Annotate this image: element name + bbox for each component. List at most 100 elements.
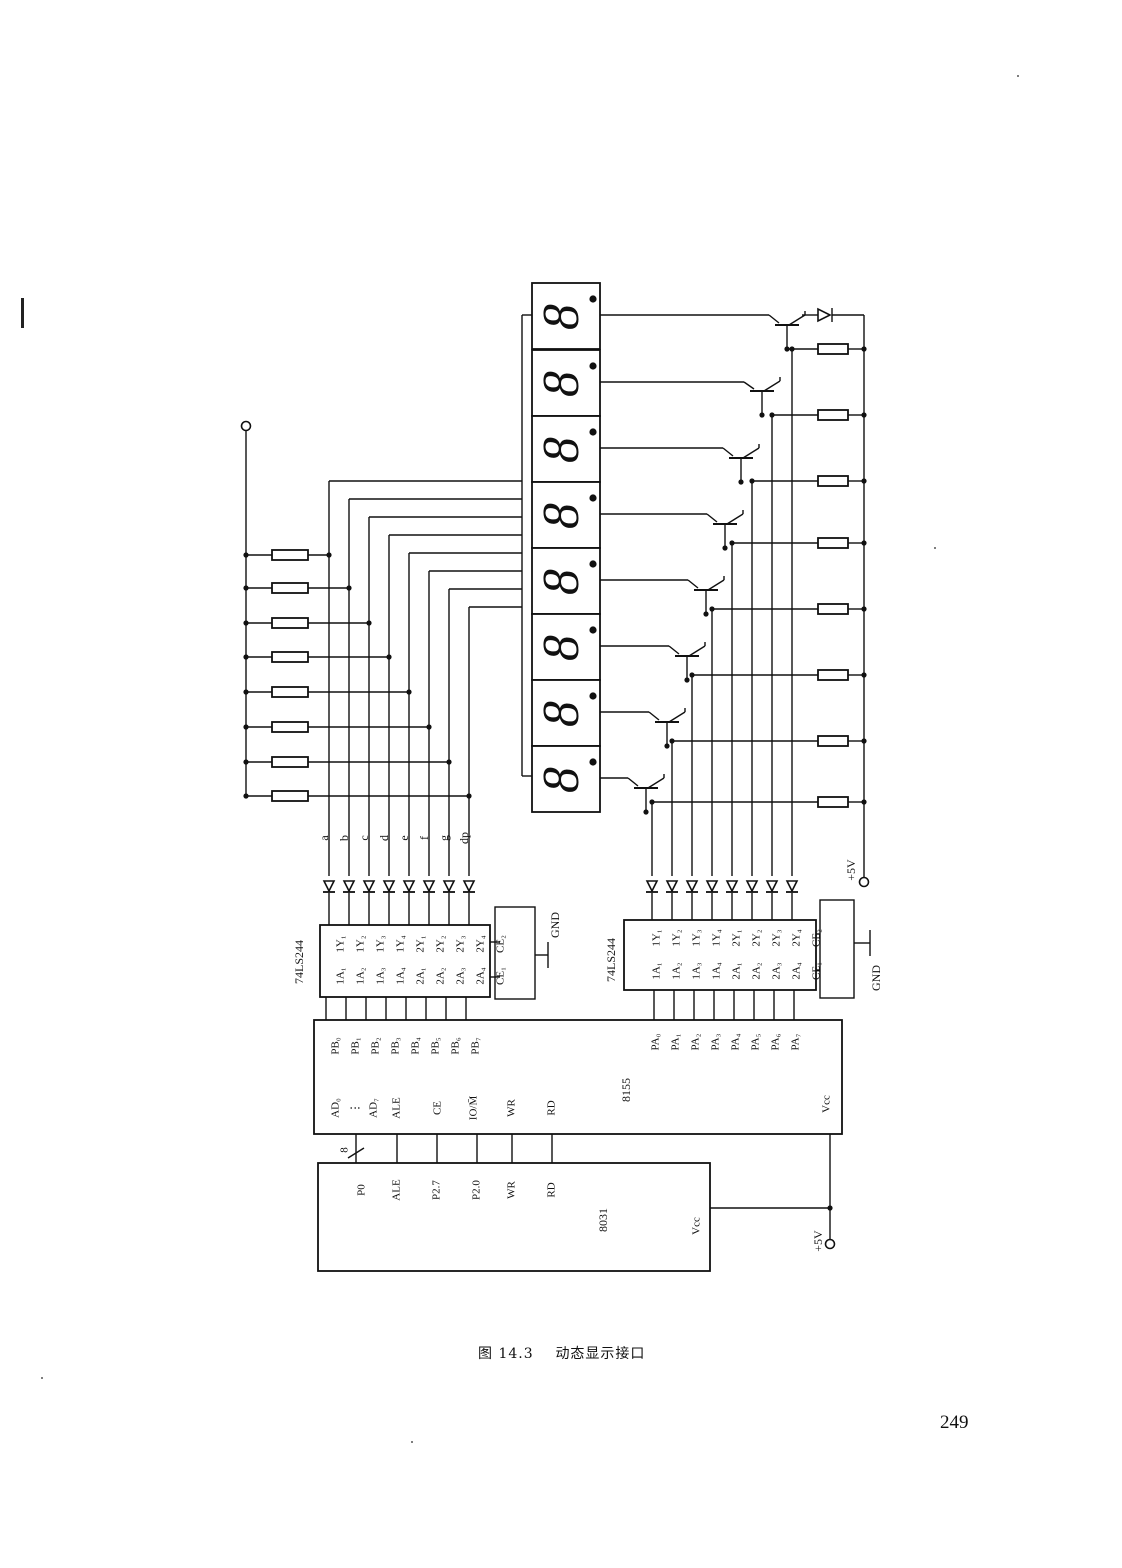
collector [668,711,686,723]
buffer-left [319,924,491,998]
diode-right-2 [685,880,699,893]
buffer-left-in-pin: 2A₃ [455,967,467,984]
diode-right-5 [745,880,759,893]
diode-left-4 [402,880,416,893]
buffer-right-out-pin: 1Y₁ [651,929,663,946]
resistor-base-2 [817,475,849,487]
pa-pin: PA₃ [710,1033,722,1050]
bus-pin: ⋮ [350,1103,362,1114]
digit-frame [531,745,601,813]
buffer-left-in-pin: 1A₂ [355,967,367,984]
diode-body [422,880,436,893]
collector [707,579,725,591]
seven-seg-digit-0: 8 [531,282,601,350]
buffer-right-in-pin: 1A₁ [651,962,663,979]
diode-right-3 [705,880,719,893]
junction-dot [466,793,472,799]
figure-number: 图 14.3 [478,1346,534,1362]
resistor-segment-4 [271,686,309,698]
wire [706,513,718,523]
resistor-segment-0 [271,549,309,561]
resistor-base-7 [817,796,849,808]
diode-left-1 [342,880,356,893]
digit-frame [531,481,601,549]
transistor-3 [713,513,744,525]
diode-body [382,880,396,893]
wire [668,645,680,655]
wire [627,777,639,787]
resistor-base-0 [817,343,849,355]
figure-title: 动态显示接口 [555,1346,646,1362]
digit-frame [531,547,601,615]
mcu-pin: P0 [356,1184,368,1196]
diode-left-2 [362,880,376,893]
collector [726,513,744,525]
resistor-segment-1 [271,582,309,594]
decimal-point [589,428,597,436]
digit-glyph: 8 [533,767,590,793]
junction-dot [729,540,735,546]
pa-pin: PA₆ [770,1033,782,1050]
buffer-left-in-pin: 2A₁ [415,967,427,984]
bus-pin: AD₇ [368,1098,380,1118]
buffer-left-out-pin: 1Y₂ [355,935,367,952]
pb-pin: PB₅ [430,1037,442,1054]
transistor-4 [694,579,725,591]
buffer-right-in-pin: 2A₄ [791,962,803,979]
ce-link-left [494,906,536,1000]
pb-pin: PB₂ [370,1037,382,1054]
bus-pin: RD [546,1100,558,1115]
junction-dot [749,478,755,484]
diode-right-4 [725,880,739,893]
diode-right-7 [785,880,799,893]
supply-label-bottom: +5V [811,1230,825,1252]
junction-dot [649,799,655,805]
junction-dot [684,677,690,683]
seven-seg-digit-4: 8 [531,547,601,615]
speck [934,547,936,549]
buffer-left-out-pin: CE₂ [495,935,507,953]
decimal-point [589,494,597,502]
wires [245,311,871,1240]
buffer-right-in-pin: 1A₃ [691,962,703,979]
pb-pin: PB₆ [450,1037,462,1054]
speck [411,1441,413,1443]
transistor-1 [750,380,781,392]
segment-label-f: f [417,836,431,840]
wire [743,381,755,390]
buffer-right-in-pin: 2A₂ [751,962,763,979]
resistor-base-6 [817,735,849,747]
transistor-6 [655,711,686,723]
digit-frame [531,349,601,417]
buffer-left-name: 74LS244 [292,940,306,984]
buffer-right-out-pin: 1Y₄ [711,929,723,946]
buffer-right-out-pin: CE₂ [811,929,823,947]
diode-body [765,880,779,893]
decimal-point [589,295,597,303]
buffer-right-in-pin: CE₁ [811,962,823,980]
junction-dot [784,346,790,352]
decimal-point [589,758,597,766]
buffer-right-out-pin: 2Y₂ [751,929,763,946]
digit-glyph: 8 [533,437,590,463]
diode-body [685,880,699,893]
chip-8031-name: 8031 [596,1208,610,1232]
junction-dot [689,672,695,678]
buffer-right-out-pin: 2Y₃ [771,929,783,946]
diode-left-7 [462,880,476,893]
resistor-base-1 [817,409,849,421]
mcu-pin: WR [506,1180,518,1198]
buffer-left-in-pin: 2A₂ [435,967,447,984]
segment-label-a: a [317,835,331,841]
junction-dot [861,738,867,744]
junction-dot [738,479,744,485]
buffer-right-name: 74LS244 [604,938,618,982]
diode-body [362,880,376,893]
buffer-right-in-pin: 2A₁ [731,962,743,979]
buffer-left-in-pin: 1A₃ [375,967,387,984]
diode-left-6 [442,880,456,893]
pa-pin: PA₅ [750,1033,762,1050]
junction-dot [861,672,867,678]
